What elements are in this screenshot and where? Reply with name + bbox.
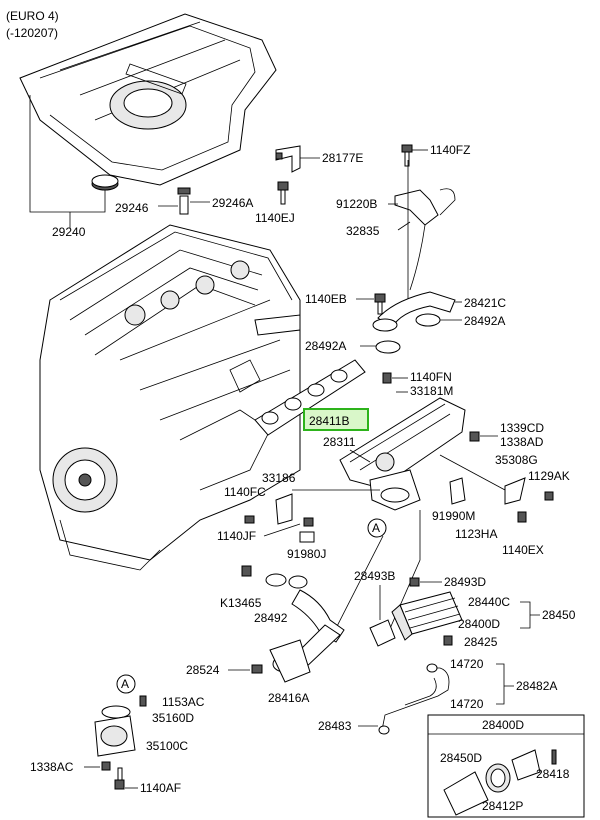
nut-1338AC	[101, 761, 111, 771]
bracket-28177E	[275, 145, 301, 173]
bolt-28524	[251, 664, 263, 674]
label-1129AK: 1129AK	[528, 469, 570, 483]
label-1339CD: 1339CD	[500, 421, 544, 435]
label-1153AC: 1153AC	[162, 695, 205, 709]
label-91990M: 91990M	[432, 509, 475, 523]
label-91220B: 91220B	[336, 197, 377, 211]
label-28524: 28524	[186, 663, 220, 677]
label-28483: 28483	[318, 719, 352, 733]
label-1338AC: 1338AC	[30, 760, 74, 774]
label-1140EX: 1140EX	[502, 543, 544, 557]
label-28311: 28311	[323, 435, 356, 449]
exhaust-manifold-28311	[339, 397, 466, 511]
gasket-K13465	[241, 565, 252, 577]
inset-title: 28400D	[482, 718, 524, 732]
engine-assembly	[39, 224, 301, 571]
flange-28493B	[369, 619, 396, 647]
throttle-35100C	[94, 715, 136, 757]
label-1140EB: 1140EB	[305, 292, 347, 306]
label-35100C: 35100C	[146, 739, 188, 753]
bolt-1140EB	[374, 293, 386, 315]
exhaust-gasket-28411B	[254, 359, 366, 436]
sensor-91220B	[394, 160, 456, 300]
gasket-28492A-lower	[375, 340, 401, 354]
label-28450D: 28450D	[440, 751, 482, 765]
label-1338AD: 1338AD	[500, 435, 544, 449]
label-28412P: 28412P	[482, 799, 523, 813]
label-28425: 28425	[464, 635, 498, 649]
bracket-91980J	[299, 531, 315, 543]
label-1123HA: 1123HA	[455, 527, 497, 541]
bolt-1153AC	[139, 695, 147, 707]
egr-pipe-28421C	[372, 291, 456, 332]
highlight-box	[303, 408, 369, 431]
label-28492: 28492	[254, 611, 288, 625]
label-1140AF: 1140AF	[140, 781, 181, 795]
label-28440C: 28440C	[468, 595, 510, 609]
label-28418: 28418	[536, 767, 570, 781]
bracket-91990M	[449, 477, 466, 505]
nut-1140FN	[382, 372, 392, 384]
nut-1339CD	[469, 431, 480, 442]
label-1140JF: 1140JF	[217, 529, 256, 543]
label-1140FC: 1140FC	[224, 485, 266, 499]
label-29246A: 29246A	[212, 196, 253, 210]
bracket-33186	[275, 493, 293, 525]
label-29246: 29246	[115, 201, 149, 215]
callout-a-upper	[367, 518, 387, 538]
cover-bolt-29246	[177, 187, 191, 215]
egr-tube-28482A	[378, 663, 450, 735]
engine-cover	[19, 13, 277, 186]
label-28421C: 28421C	[464, 296, 506, 310]
label-35160D: 35160D	[152, 711, 194, 725]
callout-a-lower-text: A	[121, 677, 129, 691]
callout-a-lower	[116, 674, 136, 694]
bolt-1140FC	[244, 515, 255, 524]
label-28411B-highlight[interactable]: 28411B	[309, 414, 349, 428]
label-28400D: 28400D	[458, 617, 500, 631]
label-35308G: 35308G	[495, 453, 538, 467]
gasket-28492	[265, 573, 308, 589]
label-33186: 33186	[262, 471, 296, 485]
label-14720-lower: 14720	[450, 697, 484, 711]
label-28493D: 28493D	[444, 575, 486, 589]
nut-1140JF	[303, 517, 314, 527]
label-28482A: 28482A	[516, 679, 557, 693]
bolt-1140FZ	[401, 144, 413, 167]
egr-valve-28416A	[269, 639, 311, 683]
inset-28400D: 28400D 28450D 28418 28412P	[427, 714, 585, 818]
label-28177E: 28177E	[322, 151, 363, 165]
label-14720-upper: 14720	[450, 657, 484, 671]
label-91980J: 91980J	[287, 547, 326, 561]
label-28493B: 28493B	[354, 569, 395, 583]
label-28450: 28450	[542, 608, 576, 622]
bolt-28425	[443, 635, 453, 646]
label-1140EJ: 1140EJ	[255, 211, 295, 225]
bolt-1140EX	[517, 511, 527, 523]
label-1140FZ: 1140FZ	[430, 143, 470, 157]
label-28492A-upper: 28492A	[464, 314, 505, 328]
rubber-grommet	[91, 174, 119, 191]
bolt-28493D	[409, 577, 420, 587]
bolt-1140AF	[114, 767, 125, 790]
label-29240: 29240	[52, 225, 86, 239]
header-euro: (EURO 4)	[6, 9, 59, 23]
label-28492A-lower: 28492A	[305, 339, 346, 353]
label-33181M: 33181M	[410, 384, 453, 398]
bracket-35308G	[504, 477, 554, 505]
label-1140FN: 1140FN	[410, 370, 452, 384]
label-28416A: 28416A	[268, 691, 309, 705]
bolt-1140EJ	[277, 181, 289, 205]
egr-cooler-28440C	[391, 591, 463, 641]
gasket-35160D	[101, 705, 131, 719]
label-K13465: K13465	[220, 596, 262, 610]
header-date: (-120207)	[6, 26, 58, 40]
gasket-28492A-upper	[415, 313, 441, 327]
label-32835: 32835	[346, 224, 380, 238]
callout-a-upper-text: A	[372, 521, 380, 535]
